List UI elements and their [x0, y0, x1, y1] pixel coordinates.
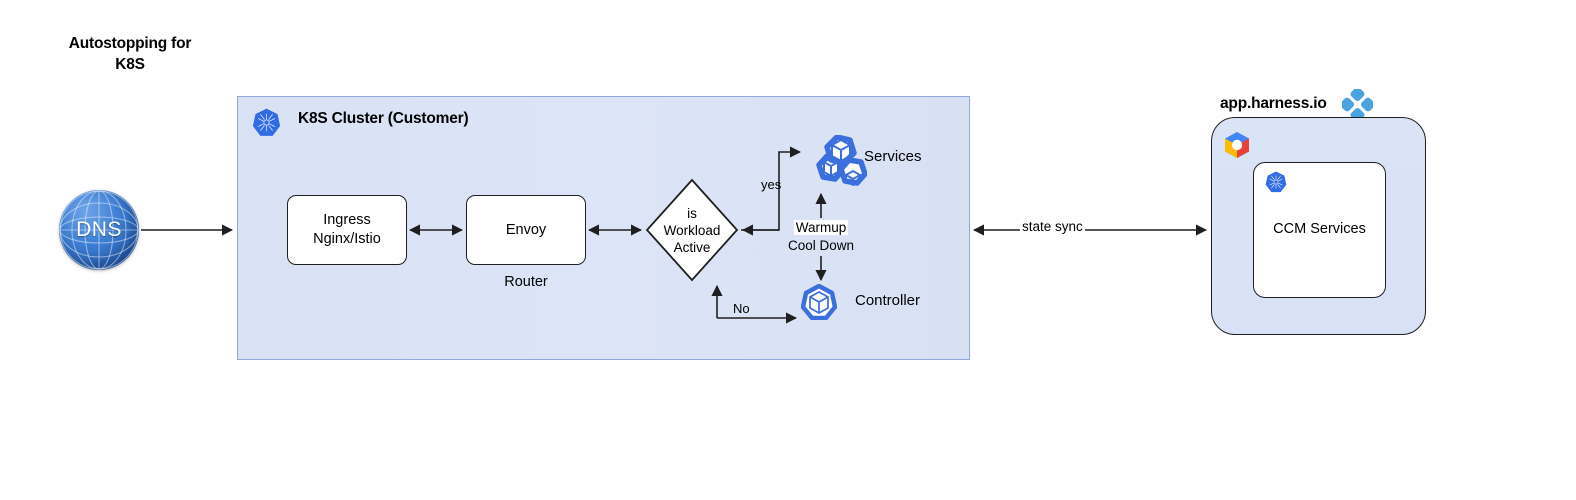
kubernetes-icon [1265, 171, 1287, 193]
harness-title: app.harness.io [1220, 95, 1327, 112]
ingress-line-1: Ingress [323, 212, 371, 228]
ingress-line-2: Nginx/Istio [313, 231, 381, 247]
envoy-node: Envoy [466, 195, 586, 265]
decision-line-2: Workload [663, 222, 721, 238]
dns-label: DNS [76, 218, 122, 241]
decision-label: is Workload Active [645, 178, 739, 282]
kubernetes-pod-icon [800, 283, 838, 321]
edge-label-yes: yes [761, 177, 782, 192]
ccm-services-label: CCM Services [1273, 221, 1366, 237]
warmup-label: Warmup [793, 220, 849, 235]
cluster-title: K8S Cluster (Customer) [298, 110, 469, 127]
gcp-hexagon-icon [1222, 131, 1252, 159]
title-line-1: Autostopping for [68, 35, 192, 52]
page-title: Autostopping for K8S [30, 33, 230, 75]
kubernetes-pods-icon [805, 134, 868, 197]
decision-line-3: Active [673, 239, 711, 255]
services-label: Services [864, 148, 922, 165]
ingress-node: Ingress Nginx/Istio [287, 195, 407, 265]
controller-label: Controller [855, 292, 921, 309]
cooldown-label: Cool Down [787, 238, 855, 253]
title-line-2: K8S [115, 56, 145, 73]
decision-line-1: is [687, 205, 697, 221]
kubernetes-icon [252, 108, 281, 137]
router-label: Router [504, 274, 548, 290]
dns-node: DNS [59, 190, 139, 270]
envoy-label: Envoy [505, 221, 547, 238]
decision-node: is Workload Active [645, 178, 739, 282]
edge-label-no: No [733, 301, 750, 316]
warmup-cooldown-label: Warmup Cool Down [782, 219, 860, 255]
harness-diamond-icon [1340, 87, 1375, 122]
edge-label-state-sync: state sync [1020, 219, 1085, 234]
globe-icon [59, 190, 139, 270]
